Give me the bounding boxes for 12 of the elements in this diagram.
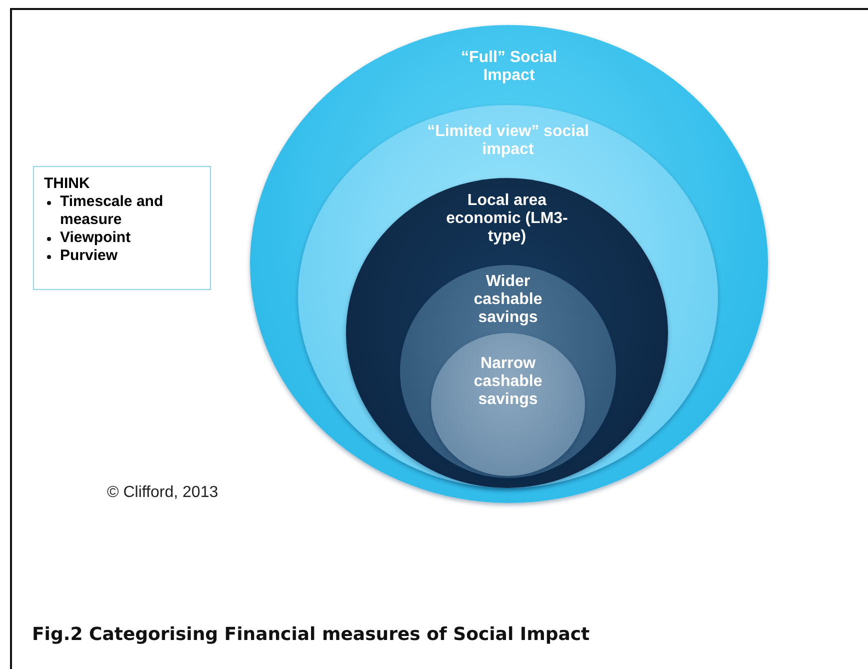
box-heading: THINK: [44, 175, 91, 192]
copyright-note: © Clifford, 2013: [107, 484, 218, 502]
circle-label: Local area economic (LM3-type): [445, 192, 569, 246]
circle-label: “Full” Social Impact: [460, 49, 558, 85]
circle-label: Wider cashable savings: [472, 273, 544, 327]
circle-label: “Limited view” social impact: [426, 123, 590, 159]
figure-caption: Fig.2 Categorising Financial measures of Social Impact: [32, 624, 590, 645]
bullet-item: Purview: [44, 247, 200, 265]
bullet-item: Viewpoint: [44, 229, 200, 247]
circle-label: Narrow cashable savings: [472, 355, 544, 409]
text-box: [33, 166, 211, 290]
bullet-item: Timescale and measure: [44, 193, 200, 229]
